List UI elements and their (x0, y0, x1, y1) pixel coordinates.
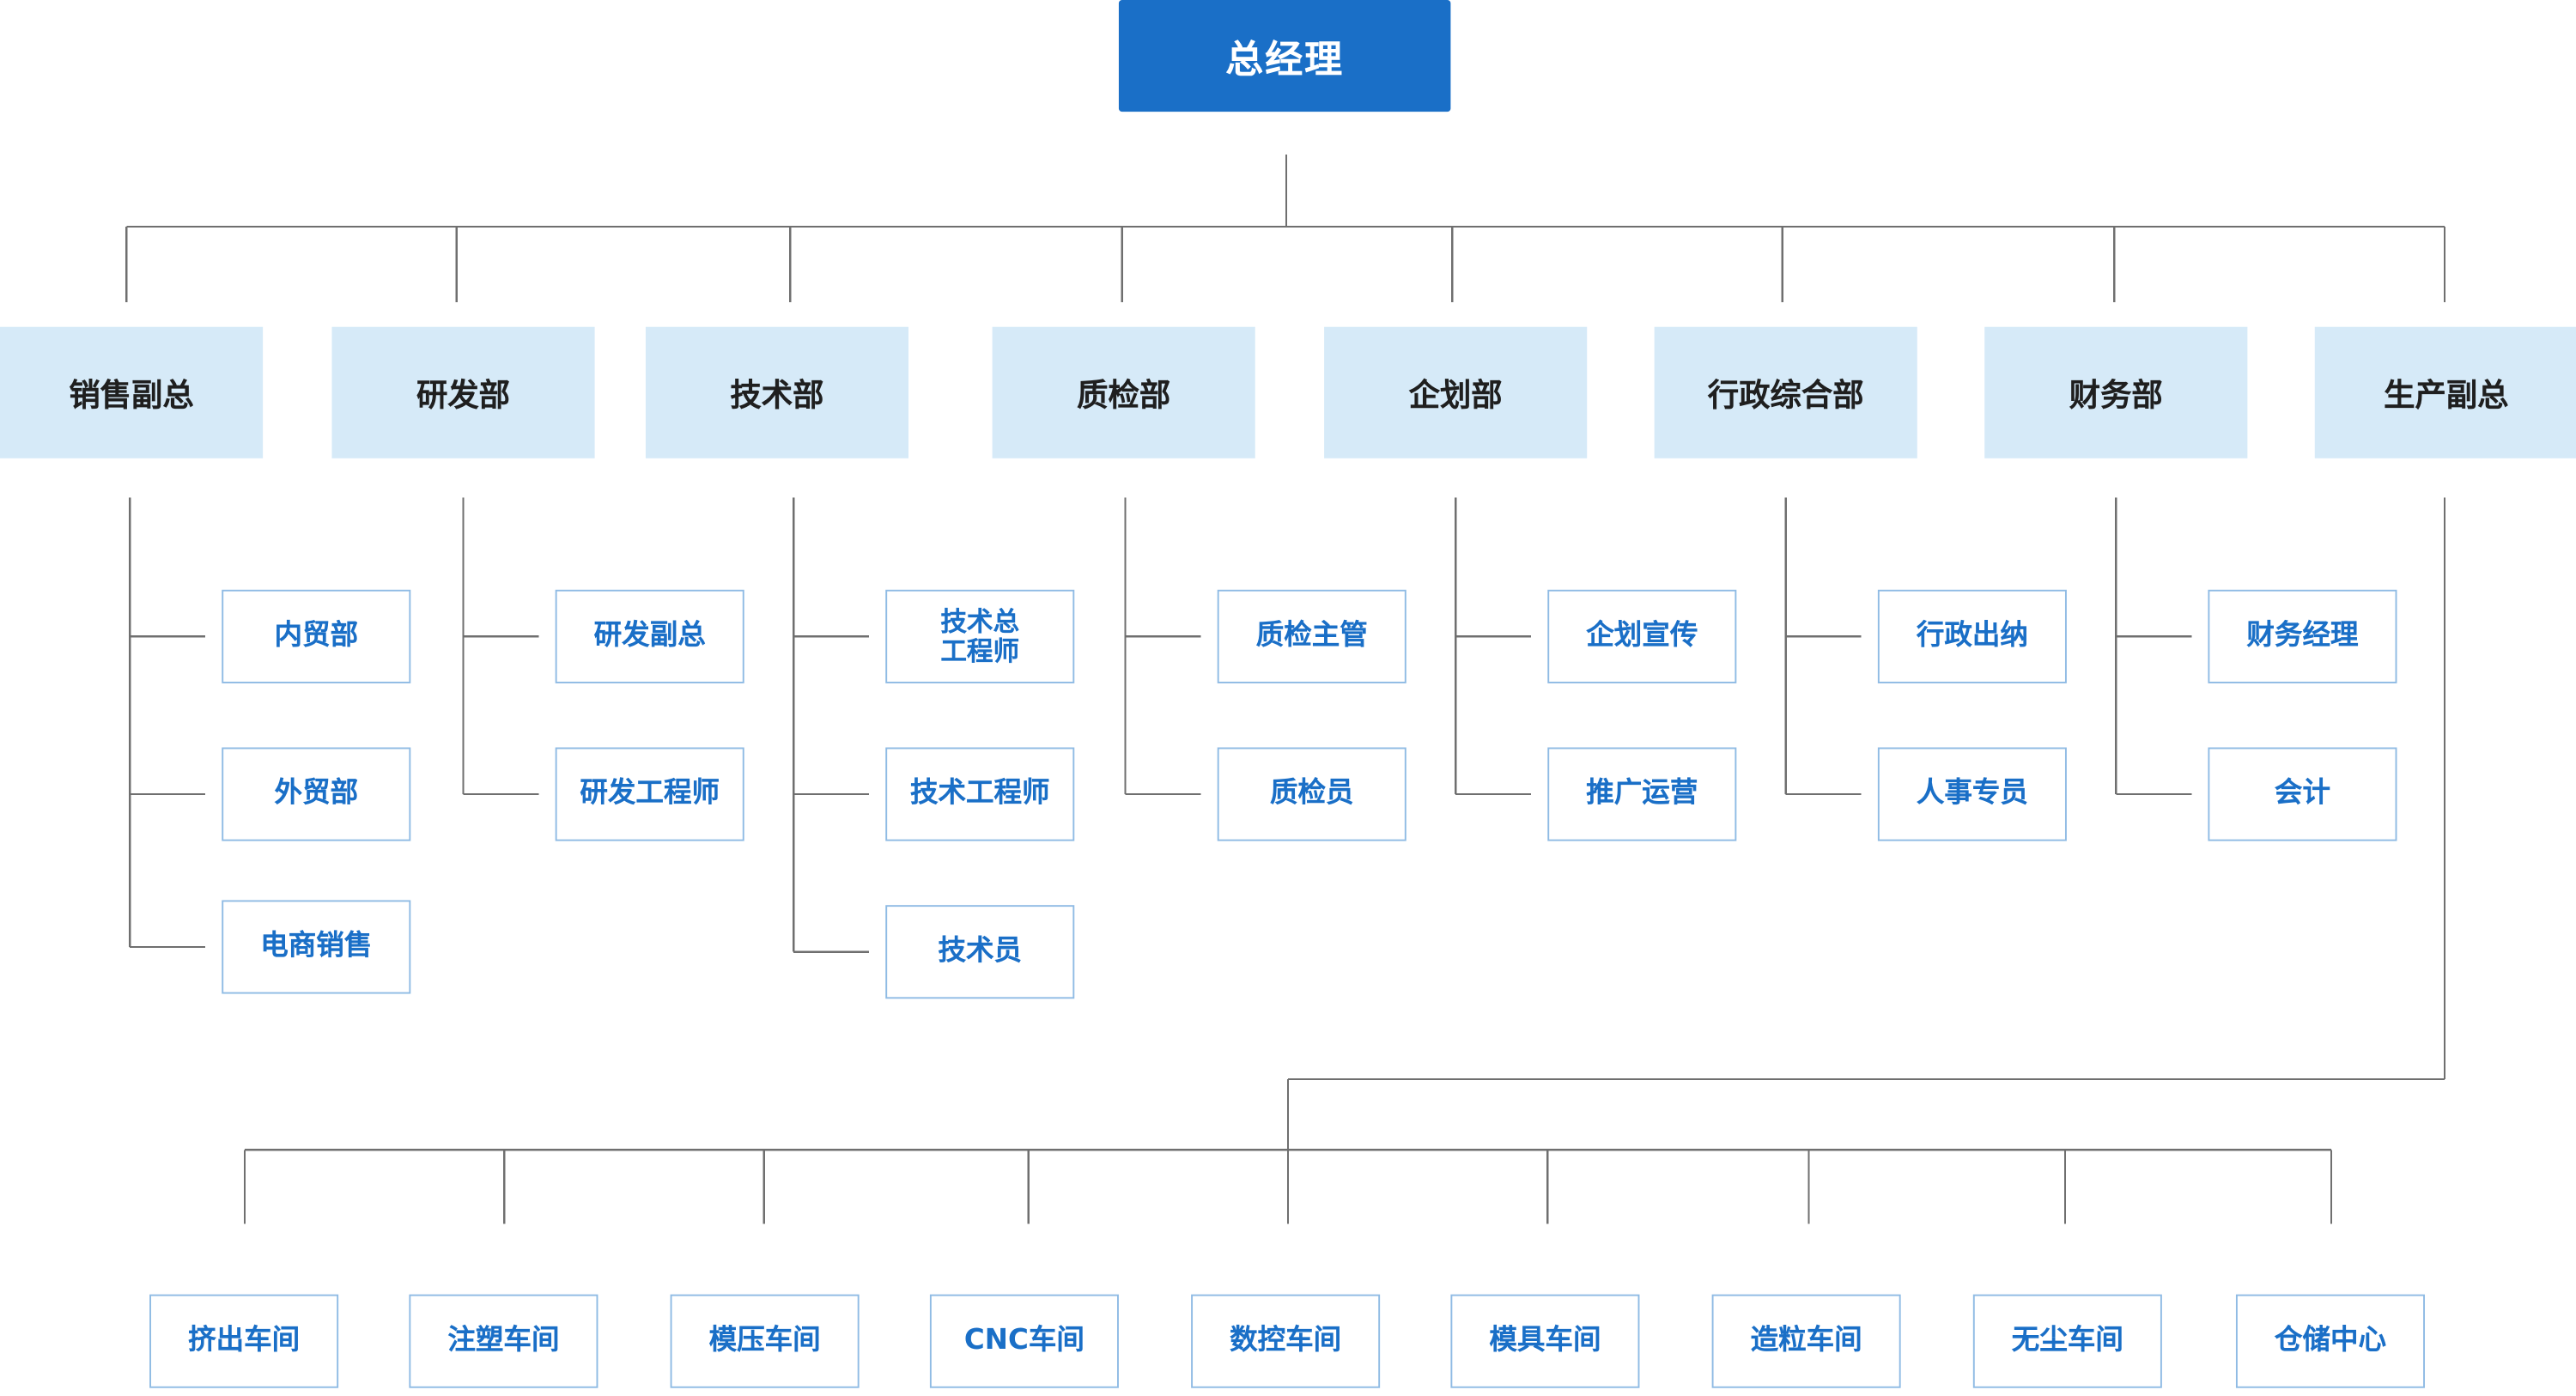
position-label: 质检员 (1269, 776, 1354, 810)
position-label: 技术总 工程师 (940, 605, 1020, 666)
workshop-label: 模具车间 (1489, 1324, 1601, 1357)
position-node: 行政出纳 (1877, 589, 2067, 683)
position-label: 研发副总 (593, 619, 706, 652)
position-label: 行政出纳 (1916, 619, 2028, 652)
department-label: 企划部 (1408, 377, 1503, 414)
workshop-label: CNC车间 (963, 1324, 1084, 1357)
position-node: 外贸部 (222, 747, 411, 841)
department-node: 财务部 (1984, 326, 2248, 458)
department-node: 生产副总 (2314, 326, 2576, 458)
position-node: 内贸部 (222, 589, 411, 683)
position-node: 研发工程师 (555, 747, 744, 841)
department-label: 研发部 (416, 377, 511, 414)
position-node: 人事专员 (1877, 747, 2067, 841)
workshop-label: 注塑车间 (447, 1324, 560, 1357)
workshop-node: 注塑车间 (409, 1294, 598, 1388)
workshop-node: 仓储中心 (2235, 1294, 2425, 1388)
workshop-node: 模具车间 (1450, 1294, 1640, 1388)
position-node: 推广运营 (1547, 747, 1737, 841)
position-node: 财务经理 (2208, 589, 2397, 683)
position-node: 技术工程师 (885, 747, 1075, 841)
department-node: 质检部 (992, 326, 1255, 458)
position-label: 电商销售 (260, 929, 373, 963)
position-node: 质检主管 (1217, 589, 1406, 683)
workshop-node: 数控车间 (1191, 1294, 1381, 1388)
position-label: 技术员 (938, 934, 1023, 968)
root-label: 总经理 (1225, 39, 1345, 82)
position-label: 会计 (2274, 776, 2330, 810)
workshop-label: 模压车间 (708, 1324, 821, 1357)
department-label: 生产副总 (2384, 377, 2509, 414)
department-label: 财务部 (2069, 377, 2163, 414)
position-node: 技术总 工程师 (885, 589, 1075, 683)
position-node: 质检员 (1217, 747, 1406, 841)
department-label: 销售副总 (69, 377, 194, 414)
department-label: 行政综合部 (1707, 377, 1864, 414)
position-node: 技术员 (885, 905, 1075, 999)
workshop-label: 数控车间 (1230, 1324, 1342, 1357)
position-label: 推广运营 (1586, 776, 1698, 810)
position-label: 质检主管 (1255, 619, 1368, 652)
workshop-label: 挤出车间 (188, 1324, 301, 1357)
root-node-general-manager: 总经理 (1118, 0, 1451, 112)
workshop-label: 无尘车间 (2011, 1324, 2123, 1357)
position-label: 研发工程师 (580, 776, 720, 810)
department-node: 行政综合部 (1654, 326, 1917, 458)
position-label: 内贸部 (274, 619, 359, 652)
department-node: 销售副总 (0, 326, 264, 458)
position-node: 会计 (2208, 747, 2397, 841)
department-node: 研发部 (331, 326, 595, 458)
position-label: 技术工程师 (909, 776, 1050, 810)
position-label: 企划宣传 (1586, 619, 1698, 652)
workshop-node: 无尘车间 (1972, 1294, 2162, 1388)
workshop-node: 模压车间 (670, 1294, 860, 1388)
department-label: 技术部 (730, 377, 824, 414)
position-node: 电商销售 (222, 900, 411, 994)
workshop-label: 造粒车间 (1750, 1324, 1862, 1357)
position-node: 研发副总 (555, 589, 744, 683)
workshop-node: CNC车间 (929, 1294, 1119, 1388)
workshop-node: 挤出车间 (149, 1294, 339, 1388)
department-node: 企划部 (1324, 326, 1588, 458)
workshop-node: 造粒车间 (1711, 1294, 1901, 1388)
position-label: 外贸部 (274, 776, 359, 810)
workshop-label: 仓储中心 (2274, 1324, 2387, 1357)
position-label: 财务经理 (2246, 619, 2359, 652)
position-label: 人事专员 (1916, 776, 2028, 810)
department-node: 技术部 (645, 326, 909, 458)
department-label: 质检部 (1077, 377, 1171, 414)
position-node: 企划宣传 (1547, 589, 1737, 683)
